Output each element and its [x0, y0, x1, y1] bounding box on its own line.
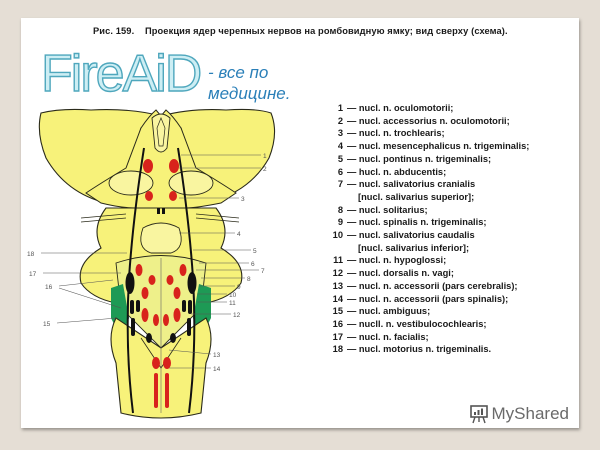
brainstem-diagram: 1 2 3 4 5 6 7 8 9 10 11 12 13 14 18 17 1… [27, 108, 276, 419]
diagram-label: 11 [229, 300, 236, 307]
diagram-label: 4 [237, 231, 241, 238]
diagram-number-labels: 1 2 3 4 5 6 7 8 9 10 11 12 13 14 18 17 1… [27, 153, 267, 373]
diagram-label: 1 [263, 153, 267, 160]
diagram-label: 14 [213, 366, 221, 373]
legend-item: 5— nucl. pontinus n. trigeminalis; [337, 153, 492, 164]
diagram-label: 18 [27, 251, 35, 258]
legend-item: 13— nucl. n. accessorii (pars cerebralis… [332, 280, 518, 291]
diagram-label: 7 [261, 268, 265, 275]
legend-item: 15— nucl. ambiguus; [332, 306, 431, 317]
diagram-label: 17 [29, 271, 37, 278]
diagram-label: 8 [247, 276, 251, 283]
fireaid-logo: FireAiD [40, 45, 203, 103]
diagram-label: 13 [213, 352, 221, 359]
myshared-watermark[interactable]: MyShared [469, 404, 569, 424]
legend-item: 10— nucl. salivatorius caudalis [332, 230, 475, 241]
caption-number: 159. [115, 26, 135, 36]
legend-item-continuation: [nucl. salivarius superior]; [358, 191, 475, 202]
watermark-text: MyShared [491, 404, 569, 423]
legend-item: 6— hucl. n. abducentis; [337, 166, 447, 177]
legend-item: 17— nucl. n. facialis; [332, 331, 429, 342]
legend-item: 3— nucl. n. trochlearis; [337, 128, 445, 139]
legend-item: 12— nucl. dorsalis n. vagi; [332, 268, 454, 279]
tagline-line-2: медицине. [208, 84, 291, 103]
caption-prefix: Рис. [93, 26, 114, 36]
nuclei-legend: 1— nucl. n. oculomotorii; 2— nucl. acces… [325, 102, 530, 356]
diagram-label: 16 [45, 284, 53, 291]
tagline-line-1: - все по [208, 63, 269, 82]
diagram-label: 5 [253, 248, 257, 255]
legend-item: 11— nucl. n. hypoglossi; [333, 255, 447, 266]
legend-item: 8— nucl. solitarius; [337, 204, 428, 215]
legend-item: 7— nucl. salivatorius cranialis [337, 179, 476, 190]
diagram-label: 3 [241, 196, 245, 203]
legend-item: 1— nucl. n. oculomotorii; [337, 103, 454, 113]
diagram-label: 6 [251, 261, 255, 268]
diagram-label: 9 [237, 284, 241, 291]
legend-item: 16— nucll. n. vestibulocochlearis; [332, 318, 487, 329]
legend-item: 2— nucl. accessorius n. oculomotorii; [337, 115, 510, 126]
diagram-label: 10 [229, 292, 237, 299]
brand-tagline: - все по медицине. [208, 62, 290, 104]
legend-item-continuation: [nucl. salivarius inferior]; [358, 242, 470, 253]
diagram-label: 12 [233, 312, 241, 319]
figure-caption: Рис. 159. Проекция ядер черепных нервов … [93, 26, 573, 36]
diagram-label: 2 [263, 166, 267, 173]
legend-item: 18— nucl. motorius n. trigeminalis. [332, 344, 492, 355]
legend-item: 9— nucl. spinalis n. trigeminalis; [337, 217, 487, 228]
legend-item: 14— nucl. n. accessorii (pars spinalis); [332, 293, 509, 304]
caption-text: Проекция ядер черепных нервов на ромбови… [144, 26, 508, 36]
presentation-board-icon [469, 405, 488, 424]
slide: Рис. 159. Проекция ядер черепных нервов … [21, 18, 579, 428]
legend-item: 4— nucl. mesencephalicus n. trigeminalis… [337, 141, 530, 152]
diagram-label: 15 [43, 321, 51, 328]
